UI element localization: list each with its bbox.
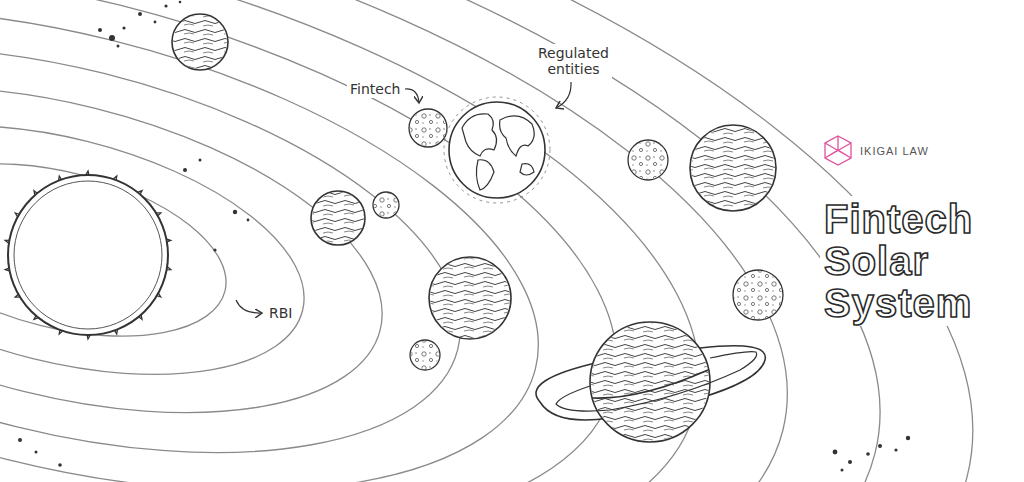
- logo-icon: [825, 136, 851, 165]
- sun: [3, 171, 173, 339]
- callout-label: Fintech: [347, 80, 403, 98]
- logo-text: IKIGAI LAW: [858, 144, 931, 158]
- title-text: Fintech Solar System: [820, 196, 977, 326]
- callout-label: RBI: [266, 304, 295, 322]
- callout-label: Regulated entities: [535, 44, 612, 78]
